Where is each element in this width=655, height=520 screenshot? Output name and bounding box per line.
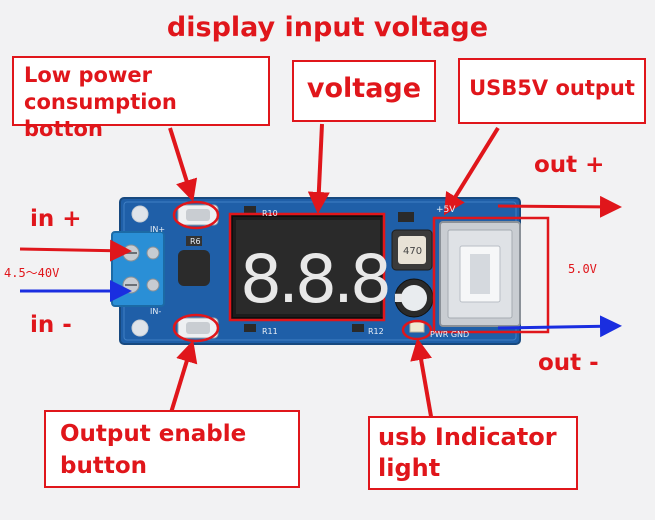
arrow-to-low-power-button	[168, 127, 198, 202]
usb-highlight-frame	[432, 216, 550, 334]
input-voltage-range: 4.5～40V	[4, 266, 60, 280]
regulator-chip	[178, 250, 210, 286]
callout-usb-output-text: USB5V output	[469, 76, 635, 100]
callout-low-power-button: Low power consumption botton	[12, 56, 270, 141]
low-power-button-ring	[172, 200, 220, 230]
silk-pwr-gnd: PWR GND	[430, 330, 469, 339]
mounting-hole	[131, 319, 149, 337]
silk-in-plus: IN+	[150, 225, 165, 234]
silk-r12: R12	[368, 327, 384, 336]
input-positive-arrow	[19, 239, 132, 262]
output-positive-arrow	[497, 195, 622, 218]
label-in-minus: in -	[30, 312, 72, 338]
callout-output-enable: Output enable button	[44, 410, 300, 488]
callout-usb-indicator-line1: usb Indicator	[378, 423, 557, 451]
callout-output-enable-line1: Output enable	[60, 421, 247, 447]
output-negative-arrow	[497, 315, 622, 338]
silk-r11: R11	[262, 327, 278, 336]
arrow-to-display	[307, 123, 330, 214]
output-voltage-value: 5.0V	[568, 262, 597, 276]
silk-r6: R6	[190, 237, 201, 246]
arrow-to-output-enable-button	[168, 340, 198, 417]
label-in-plus: in +	[30, 206, 82, 232]
silk-plus-5v: +5V	[436, 205, 456, 215]
input-terminal-block	[111, 231, 165, 307]
arrow-to-usb-port	[443, 126, 500, 216]
callout-low-power-line1: Low power	[24, 63, 152, 87]
callout-voltage-text: voltage	[306, 73, 422, 104]
callout-voltage: voltage	[292, 60, 436, 122]
label-out-minus: out -	[538, 350, 599, 376]
mounting-hole	[131, 205, 149, 223]
silk-in-minus: IN-	[150, 307, 161, 316]
callout-low-power-line2: consumption botton	[24, 90, 177, 141]
callout-usb-indicator-line2: light	[378, 454, 441, 482]
display-digits: 8.8.8.	[240, 241, 405, 318]
arrow-to-indicator-led	[410, 338, 434, 423]
inductor-value: 470	[403, 246, 422, 257]
voltage-highlight-frame	[228, 212, 386, 322]
silk-r10: R10	[262, 209, 278, 218]
usb-indicator-led	[409, 321, 425, 333]
label-out-plus: out +	[534, 152, 605, 178]
callout-usb-output: USB5V output	[458, 58, 646, 124]
callout-usb-indicator: usb Indicator light	[368, 416, 578, 490]
callout-output-enable-line2: button	[60, 453, 148, 479]
page-title: display input voltage	[166, 12, 489, 43]
